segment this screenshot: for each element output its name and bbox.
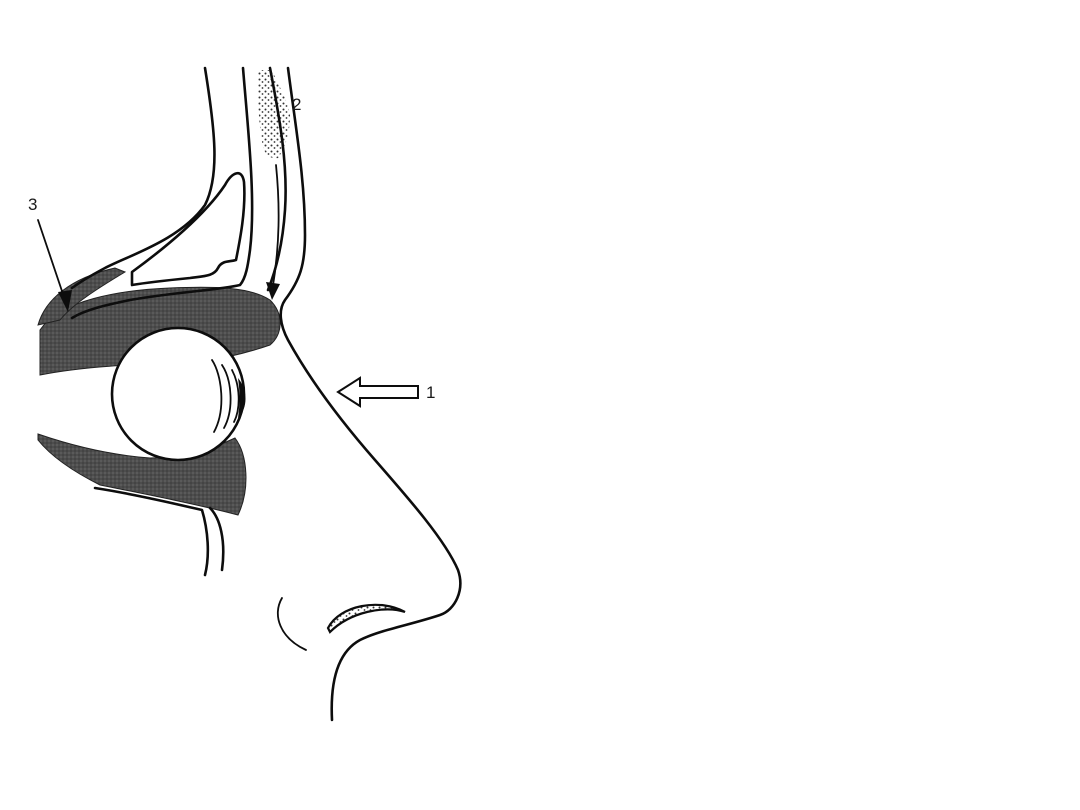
skin-profile [279, 66, 462, 722]
nostril [326, 603, 406, 634]
pointer-arrow-3 [37, 219, 66, 301]
frontal-bone-inner [70, 66, 254, 320]
cheek-line-2 [208, 506, 225, 572]
pointer-arrow-3-head [58, 290, 72, 312]
flow-arrow-head [266, 282, 280, 300]
pupil [238, 378, 246, 418]
label-1: 1 [426, 383, 435, 402]
frontal-bone-outer [70, 66, 216, 290]
hollow-arrow-1 [336, 376, 419, 408]
frontal-sinus [130, 172, 246, 287]
alar-crease [277, 597, 307, 651]
cheek-line-1 [93, 486, 210, 577]
eyeball [110, 326, 246, 462]
label-3: 3 [28, 195, 37, 214]
cornea-arc-outer [211, 359, 223, 433]
cornea-arc-inner [231, 369, 240, 423]
brow-tissue-wedge [37, 267, 127, 326]
flow-arrow-shaft [271, 164, 280, 293]
cornea-arc-mid [221, 364, 232, 429]
label-2: 2 [292, 95, 301, 114]
